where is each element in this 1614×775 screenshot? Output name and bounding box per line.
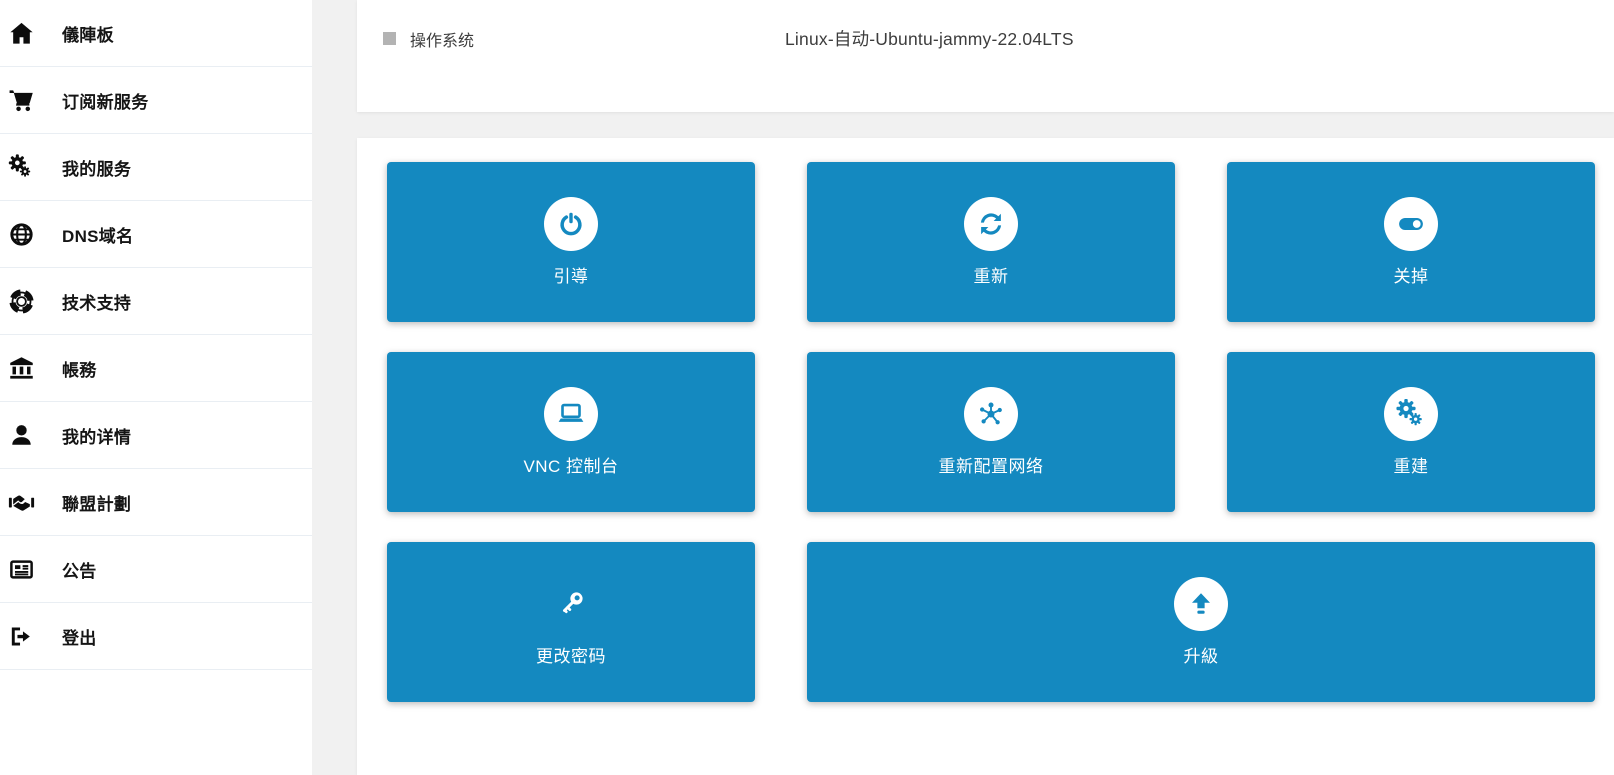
action-label: 关掉 (1393, 267, 1429, 286)
action-label: 更改密码 (536, 647, 606, 666)
refresh-icon (964, 197, 1018, 251)
logout-icon (8, 623, 44, 650)
action-label: 重新配置网络 (938, 457, 1044, 476)
home-icon (8, 20, 44, 47)
os-info-card: 操作系统 Linux-自动-Ubuntu-jammy-22.04LTS (357, 0, 1614, 112)
action-label: 重建 (1393, 457, 1429, 476)
sidebar-item-label: 我的服务 (62, 159, 132, 179)
sidebar-item-label: 聯盟計劃 (62, 494, 132, 514)
sidebar-item-label: 帳務 (62, 360, 97, 380)
os-info-row: 操作系统 Linux-自动-Ubuntu-jammy-22.04LTS (357, 0, 1614, 51)
network-icon (964, 387, 1018, 441)
laptop-icon (544, 387, 598, 441)
sidebar-item-my-services[interactable]: 我的服务 (0, 134, 312, 201)
os-label: 操作系统 (410, 32, 475, 50)
sidebar-item-logout[interactable]: 登出 (0, 603, 312, 670)
actions-grid: 引導 重新 关掉 VNC 控制台 (387, 162, 1595, 702)
upgrade-icon (1174, 577, 1228, 631)
sidebar-item-announcements[interactable]: 公告 (0, 536, 312, 603)
key-icon (544, 577, 598, 631)
gears-icon (8, 153, 44, 181)
change-password-button[interactable]: 更改密码 (387, 542, 755, 702)
life-ring-icon (8, 288, 44, 315)
cart-icon (8, 87, 44, 114)
os-value: Linux-自动-Ubuntu-jammy-22.04LTS (785, 29, 1074, 49)
bank-icon (8, 355, 44, 382)
sidebar-item-label: 技术支持 (62, 293, 132, 313)
sidebar-item-label: 登出 (62, 628, 97, 648)
globe-icon (8, 221, 44, 248)
user-icon (8, 422, 44, 449)
restart-button[interactable]: 重新 (807, 162, 1175, 322)
upgrade-button[interactable]: 升級 (807, 542, 1595, 702)
shutdown-button[interactable]: 关掉 (1227, 162, 1595, 322)
sidebar: 儀陣板 订阅新服务 我的服务 DNS域名 技术支持 帳務 我的详 (0, 0, 312, 775)
square-bullet-icon (383, 32, 396, 45)
sidebar-item-dns-domains[interactable]: DNS域名 (0, 201, 312, 268)
main-content: 操作系统 Linux-自动-Ubuntu-jammy-22.04LTS 引導 重… (357, 0, 1614, 775)
action-label: 升級 (1183, 647, 1219, 666)
rebuild-button[interactable]: 重建 (1227, 352, 1595, 512)
vnc-console-button[interactable]: VNC 控制台 (387, 352, 755, 512)
sidebar-item-label: 儀陣板 (62, 25, 114, 45)
toggle-icon (1384, 197, 1438, 251)
sidebar-item-affiliate-program[interactable]: 聯盟計劃 (0, 469, 312, 536)
rebuild-gears-icon (1384, 387, 1438, 441)
sidebar-item-my-details[interactable]: 我的详情 (0, 402, 312, 469)
sidebar-item-order-new-services[interactable]: 订阅新服务 (0, 67, 312, 134)
action-label: VNC 控制台 (523, 457, 619, 476)
newspaper-icon (8, 556, 44, 583)
action-label: 引導 (553, 267, 589, 286)
sidebar-item-dashboard[interactable]: 儀陣板 (0, 0, 312, 67)
sidebar-item-billing[interactable]: 帳務 (0, 335, 312, 402)
boot-button[interactable]: 引導 (387, 162, 755, 322)
power-icon (544, 197, 598, 251)
sidebar-item-label: 我的详情 (62, 427, 132, 447)
sidebar-item-label: 订阅新服务 (62, 92, 149, 112)
handshake-icon (8, 489, 44, 516)
sidebar-item-support[interactable]: 技术支持 (0, 268, 312, 335)
action-label: 重新 (973, 267, 1009, 286)
sidebar-item-label: DNS域名 (62, 226, 134, 246)
sidebar-item-label: 公告 (62, 561, 97, 581)
reconfigure-network-button[interactable]: 重新配置网络 (807, 352, 1175, 512)
server-actions-card: 引導 重新 关掉 VNC 控制台 (357, 138, 1614, 775)
